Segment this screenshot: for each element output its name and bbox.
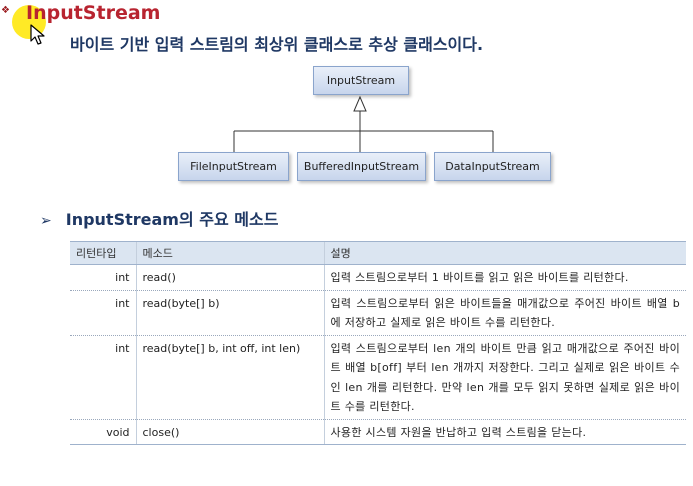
diamond-bullet-icon: ❖ [1,5,10,16]
methods-table: 리턴타입 메소드 설명 int read() 입력 스트림으로부터 1 바이트를… [70,241,686,445]
method-cell: read(byte[] b, int off, int len) [135,335,324,420]
section-heading: ➢ InputStream의 주요 메소드 [40,206,278,230]
column-header-return-type: 리턴타입 [70,241,136,265]
description-cell: 입력 스트림으로부터 읽은 바이트들을 매개값으로 주어진 바이트 배열 b 에… [323,290,686,336]
return-type-cell: int [70,335,136,420]
class-box-fileinputstream: FileInputStream [178,152,289,181]
return-type-cell: int [70,264,136,291]
return-type-cell: int [70,290,136,336]
arrow-bullet-icon: ➢ [40,213,52,229]
description-cell: 입력 스트림으로부터 len 개의 바이트 만큼 읽고 매개값으로 주어진 바이… [323,335,686,420]
return-type-cell: void [70,419,136,445]
table-header-row: 리턴타입 메소드 설명 [70,241,686,265]
table-row: int read(byte[] b) 입력 스트림으로부터 읽은 바이트들을 매… [70,290,686,336]
table-row: void close() 사용한 시스템 자원을 반납하고 입력 스트림을 닫는… [70,419,686,445]
method-cell: read(byte[] b) [135,290,324,336]
section-heading-text: InputStream의 주요 메소드 [65,210,279,229]
class-box-datainputstream: DataInputStream [434,152,551,181]
column-header-description: 설명 [323,241,686,265]
class-box-bufferedinputstream: BufferedInputStream [297,152,426,181]
mouse-pointer-icon [30,24,45,45]
table-row: int read(byte[] b, int off, int len) 입력 … [70,335,686,420]
column-header-method: 메소드 [135,241,324,265]
table-row: int read() 입력 스트림으로부터 1 바이트를 읽고 읽은 바이트를 … [70,264,686,291]
slide-title: InputStream [26,2,161,24]
method-cell: read() [135,264,324,291]
slide-subtitle: 바이트 기반 입력 스트림의 최상위 클래스로 추상 클래스이다. [70,35,484,54]
class-box-inputstream: InputStream [313,66,409,95]
description-cell: 입력 스트림으로부터 1 바이트를 읽고 읽은 바이트를 리턴한다. [323,264,686,291]
description-cell: 사용한 시스템 자원을 반납하고 입력 스트림을 닫는다. [323,419,686,445]
method-cell: close() [135,419,324,445]
